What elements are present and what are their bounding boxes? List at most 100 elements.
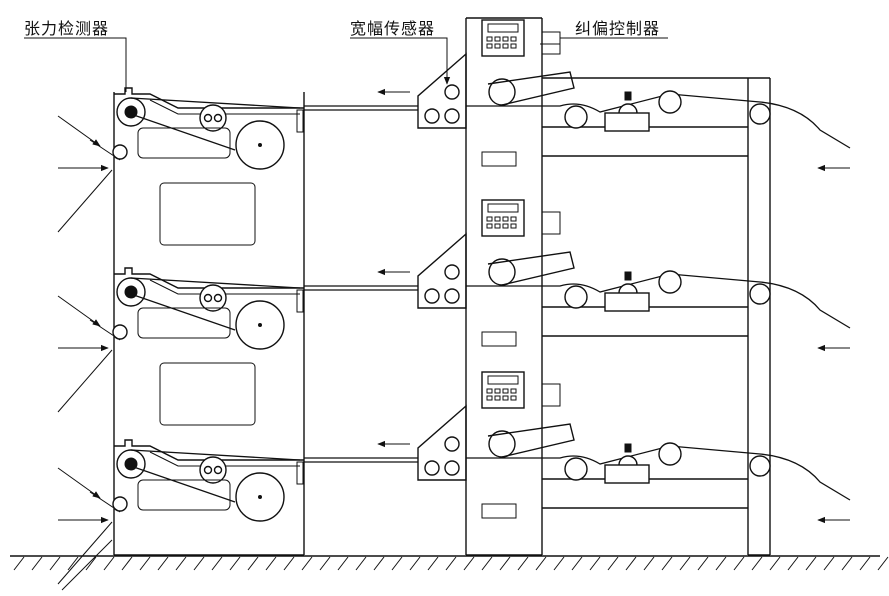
sensor-roller-left bbox=[424, 108, 440, 124]
station-bottom bbox=[57, 371, 851, 585]
floor-hatch-mark bbox=[247, 556, 259, 571]
tower-hatch bbox=[481, 151, 517, 167]
inner-panel bbox=[137, 479, 231, 511]
right-roller-2 bbox=[658, 90, 682, 114]
left-machine-frame bbox=[113, 92, 305, 556]
floor-hatch-mark bbox=[13, 556, 25, 571]
controller-key bbox=[494, 388, 501, 394]
floor-hatch-mark bbox=[121, 556, 133, 571]
floor-hatch-mark bbox=[175, 556, 187, 571]
floor-hatch-mark bbox=[31, 556, 43, 571]
controller-display bbox=[487, 375, 519, 385]
floor-hatch-mark bbox=[607, 556, 619, 571]
idler-bolt-b bbox=[213, 465, 223, 475]
floor-hatch-mark bbox=[157, 556, 169, 571]
dancer-cap bbox=[624, 91, 632, 101]
idler-bolt-a bbox=[203, 293, 213, 303]
controller-key bbox=[502, 43, 509, 49]
floor-hatch-mark bbox=[733, 556, 745, 571]
input-arrow-1 bbox=[57, 295, 101, 327]
winding-roll-center bbox=[258, 323, 262, 327]
controller-key bbox=[486, 43, 493, 49]
deviation-arm bbox=[487, 423, 575, 458]
floor-hatch-mark bbox=[229, 556, 241, 571]
controller-key bbox=[502, 223, 509, 229]
floor-hatch-mark bbox=[715, 556, 727, 571]
floor-hatch-mark bbox=[625, 556, 637, 571]
right-roller-3 bbox=[749, 283, 771, 305]
controller-display bbox=[487, 203, 519, 213]
floor-hatch-mark bbox=[823, 556, 835, 571]
sensor-roller-right bbox=[444, 108, 460, 124]
floor-hatch-mark bbox=[535, 556, 547, 571]
floor-hatch-mark bbox=[679, 556, 691, 571]
station-top bbox=[57, 19, 851, 246]
bolt-plate bbox=[296, 461, 304, 485]
floor-hatch-mark bbox=[661, 556, 673, 571]
input-line-3 bbox=[57, 349, 113, 413]
input-line-4 bbox=[89, 491, 121, 513]
floor-hatch-mark bbox=[373, 556, 385, 571]
controller-key bbox=[502, 395, 509, 401]
floor-hatch-mark bbox=[571, 556, 583, 571]
controller-key bbox=[502, 36, 509, 42]
floor-hatch-mark bbox=[85, 556, 97, 571]
input-arrow-1 bbox=[57, 115, 101, 147]
sensor-roller-left bbox=[424, 460, 440, 476]
controller-display bbox=[487, 23, 519, 33]
floor-hatch-mark bbox=[787, 556, 799, 571]
input-line-4 bbox=[89, 139, 121, 161]
inner-panel bbox=[137, 127, 231, 159]
nip-roller bbox=[112, 496, 128, 512]
floor-hatch-mark bbox=[859, 556, 871, 571]
nip-roller bbox=[112, 144, 128, 160]
floor-hatch-mark bbox=[697, 556, 709, 571]
guide-plate bbox=[149, 279, 300, 295]
idler-bolt-b bbox=[213, 113, 223, 123]
input-line-4 bbox=[89, 319, 121, 341]
controller-key bbox=[486, 36, 493, 42]
sensor-roller-right bbox=[444, 288, 460, 304]
controller-key bbox=[510, 36, 517, 42]
floor-hatch-mark bbox=[265, 556, 277, 571]
tower-hatch bbox=[481, 331, 517, 347]
floor-hatch-mark bbox=[769, 556, 781, 571]
right-roller-3 bbox=[749, 455, 771, 477]
floor-hatch-mark bbox=[751, 556, 763, 571]
floor-hatch-mark bbox=[283, 556, 295, 571]
controller-key bbox=[486, 388, 493, 394]
deviation-arm bbox=[487, 71, 575, 106]
idler-bolt-a bbox=[203, 465, 213, 475]
floor-hatch-mark bbox=[355, 556, 367, 571]
input-arrow-1 bbox=[57, 467, 101, 499]
dancer-cap bbox=[624, 271, 632, 281]
web-diagonal bbox=[124, 463, 236, 503]
floor-hatch-mark bbox=[391, 556, 403, 571]
sensor-roller-right bbox=[444, 460, 460, 476]
sensor-roller-top bbox=[444, 436, 460, 452]
controller-key bbox=[486, 395, 493, 401]
guide-plate bbox=[149, 99, 300, 115]
right-frame bbox=[542, 77, 771, 556]
idler-bolt-b bbox=[213, 293, 223, 303]
controller-key bbox=[486, 223, 493, 229]
floor-hatch-mark bbox=[49, 556, 61, 571]
left-frame-top bbox=[114, 439, 304, 461]
floor-hatch-mark bbox=[589, 556, 601, 571]
floor-hatch-mark bbox=[481, 556, 493, 571]
web-left-top bbox=[130, 97, 301, 109]
controller-key bbox=[502, 388, 509, 394]
web-diagonal bbox=[124, 291, 236, 331]
controller-key bbox=[494, 395, 501, 401]
floor-hatch-mark bbox=[553, 556, 565, 571]
width-sensor-housing bbox=[417, 404, 467, 481]
right-roller-2 bbox=[658, 270, 682, 294]
controller-key bbox=[494, 36, 501, 42]
floor-hatch-mark bbox=[463, 556, 475, 571]
floor-hatch-mark bbox=[337, 556, 349, 571]
deviation-controller-label: 纠偏控制器 bbox=[575, 19, 661, 38]
left-frame-top bbox=[114, 267, 304, 289]
web-left-top bbox=[130, 449, 301, 461]
dancer-base bbox=[604, 292, 650, 312]
